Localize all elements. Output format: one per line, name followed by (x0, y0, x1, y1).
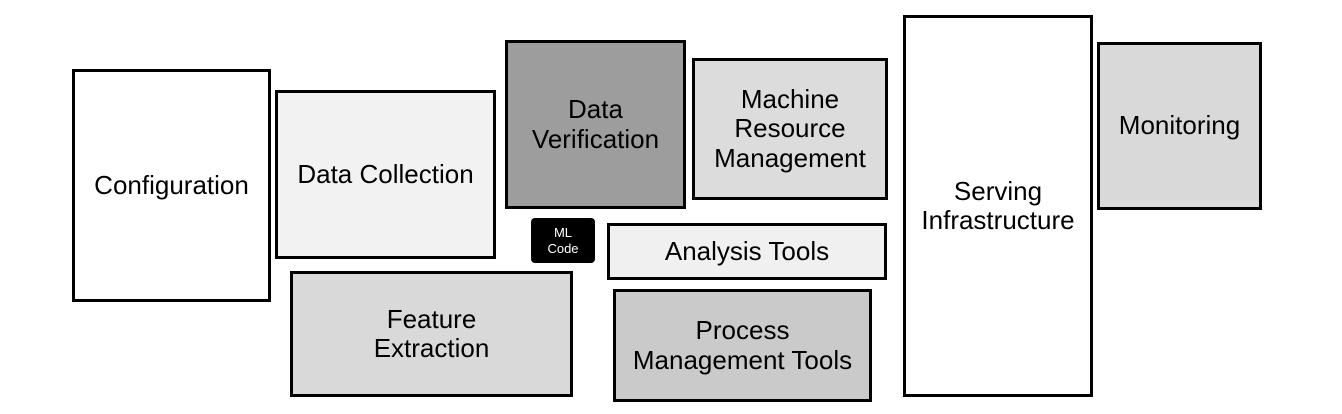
analysis-tools-box: Analysis Tools (607, 223, 887, 280)
monitoring-label: Monitoring (1118, 110, 1241, 141)
serving-infrastructure-box: Serving Infrastructure (903, 15, 1093, 397)
ml-code-box: ML Code (531, 218, 595, 263)
monitoring-box: Monitoring (1097, 42, 1262, 210)
data-verification-box: Data Verification (505, 40, 686, 209)
configuration-box: Configuration (72, 69, 271, 302)
feature-extraction-box: Feature Extraction (290, 271, 573, 397)
process-management-tools-box: Process Management Tools (613, 289, 872, 402)
data-verification-label: Data Verification (531, 94, 660, 154)
configuration-label: Configuration (94, 169, 249, 200)
machine-resource-management-box: Machine Resource Management (692, 58, 888, 200)
ml-code-label: ML Code (547, 224, 579, 256)
serving-infrastructure-label: Serving Infrastructure (921, 175, 1075, 235)
process-management-tools-label: Process Management Tools (632, 315, 853, 375)
data-collection-label: Data Collection (297, 158, 474, 189)
machine-resource-management-label: Machine Resource Management (714, 84, 866, 173)
analysis-tools-label: Analysis Tools (664, 235, 830, 266)
data-collection-box: Data Collection (275, 90, 496, 259)
feature-extraction-label: Feature Extraction (373, 303, 490, 363)
